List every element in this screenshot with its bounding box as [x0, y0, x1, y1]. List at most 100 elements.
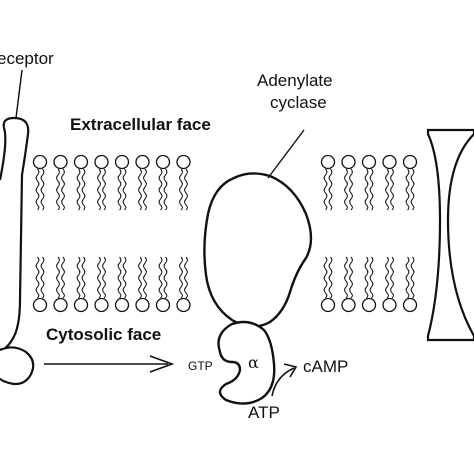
lipid-molecule [361, 154, 377, 211]
lipid-tail [364, 256, 369, 299]
lipid-tail [102, 168, 106, 211]
lipid-molecule [341, 154, 356, 211]
lipid-tail [184, 256, 188, 299]
lipid-molecule [73, 154, 89, 211]
lipid-bilayer-left [32, 154, 191, 313]
lipid-tail [56, 168, 60, 211]
lipid-tail [122, 256, 127, 299]
lipid-molecule [155, 256, 171, 313]
lipid-head [176, 297, 191, 313]
lipid-tail [61, 168, 65, 211]
lipid-tail [344, 168, 348, 211]
lipid-head [114, 154, 130, 170]
lipid-tail [97, 256, 101, 299]
lipid-tail [117, 256, 122, 299]
lipid-tail [56, 256, 60, 299]
lipid-tail [390, 168, 394, 211]
lipid-tail [122, 168, 127, 211]
lipid-molecule [32, 154, 48, 211]
lipid-molecule [382, 256, 397, 313]
lipid-molecule [73, 256, 89, 313]
camp-label: cAMP [303, 357, 348, 376]
lipid-tail [40, 168, 45, 211]
lipid-head [382, 297, 397, 313]
lipid-head [341, 297, 356, 313]
lipid-tail [97, 168, 101, 211]
lipid-tail [364, 168, 369, 211]
lipid-tail [369, 256, 374, 299]
lipid-molecule [53, 154, 68, 211]
lipid-molecule [320, 256, 336, 313]
lipid-molecule [176, 256, 191, 313]
receptor-label: eceptor [0, 49, 54, 68]
receptor-pointer-line [15, 69, 23, 119]
lipid-head [320, 154, 336, 170]
lipid-tail [76, 168, 81, 211]
lipid-head [320, 297, 336, 313]
lipid-head [94, 297, 109, 313]
lipid-tail [385, 256, 389, 299]
lipid-molecule [114, 256, 130, 313]
lipid-head [53, 154, 68, 170]
lipid-head [53, 297, 68, 313]
lipid-tail [179, 168, 183, 211]
lipid-tail [35, 168, 40, 211]
lipid-tail [138, 168, 142, 211]
adenylate-cyclase-label-line2: cyclase [270, 93, 327, 112]
adenylate-cyclase-label-line1: Adenylate [257, 71, 333, 90]
lipid-molecule [114, 154, 130, 211]
lipid-tail [323, 168, 328, 211]
lipid-head [32, 297, 48, 313]
lipid-molecule [402, 154, 418, 211]
lipid-tail [385, 168, 389, 211]
lipid-molecule [94, 154, 109, 211]
lipid-head [135, 297, 150, 313]
lipid-tail [405, 168, 410, 211]
lipid-head [341, 154, 356, 170]
lipid-molecule [135, 256, 150, 313]
lipid-tail [184, 168, 188, 211]
lipid-tail [390, 256, 394, 299]
lipid-tail [344, 256, 348, 299]
receptor-protein [0, 116, 30, 352]
lipid-molecule [176, 154, 191, 211]
lipid-tail [179, 256, 183, 299]
lipid-tail [349, 168, 353, 211]
atp-to-camp-arrow [271, 367, 295, 397]
lipid-tail [61, 256, 65, 299]
lipid-tail [158, 256, 163, 299]
lipid-molecule [94, 256, 109, 313]
lipid-head [361, 154, 377, 170]
lipid-head [32, 154, 48, 170]
lipid-molecule [382, 154, 397, 211]
lipid-molecule [320, 154, 336, 211]
lipid-tail [163, 168, 168, 211]
cytosolic-face-label: Cytosolic face [46, 325, 161, 344]
lipid-head [94, 154, 109, 170]
lipid-head [382, 154, 397, 170]
lipid-molecule [32, 256, 48, 313]
cyclase-pointer-line [267, 129, 305, 179]
adenylate-cyclase-protein [203, 172, 313, 328]
lipid-molecule [341, 256, 356, 313]
lipid-head [155, 297, 171, 313]
lipid-head [402, 297, 418, 313]
atp-to-camp-arrow-head [283, 363, 298, 378]
lipid-tail [349, 256, 353, 299]
receptor-lower-domain [0, 346, 35, 386]
lipid-tail [405, 256, 410, 299]
lipid-molecule [155, 154, 171, 211]
lipid-tail [410, 168, 415, 211]
atp-label: ATP [248, 403, 280, 422]
lipid-tail [117, 168, 122, 211]
lipid-tail [76, 256, 81, 299]
lipid-head [402, 154, 418, 170]
lipid-molecule [135, 154, 150, 211]
channel-protein [426, 128, 474, 342]
lipid-tail [35, 256, 40, 299]
gtp-label: GTP [188, 359, 213, 373]
lipid-tail [143, 168, 147, 211]
lipid-head [73, 297, 89, 313]
lipid-head [361, 297, 377, 313]
